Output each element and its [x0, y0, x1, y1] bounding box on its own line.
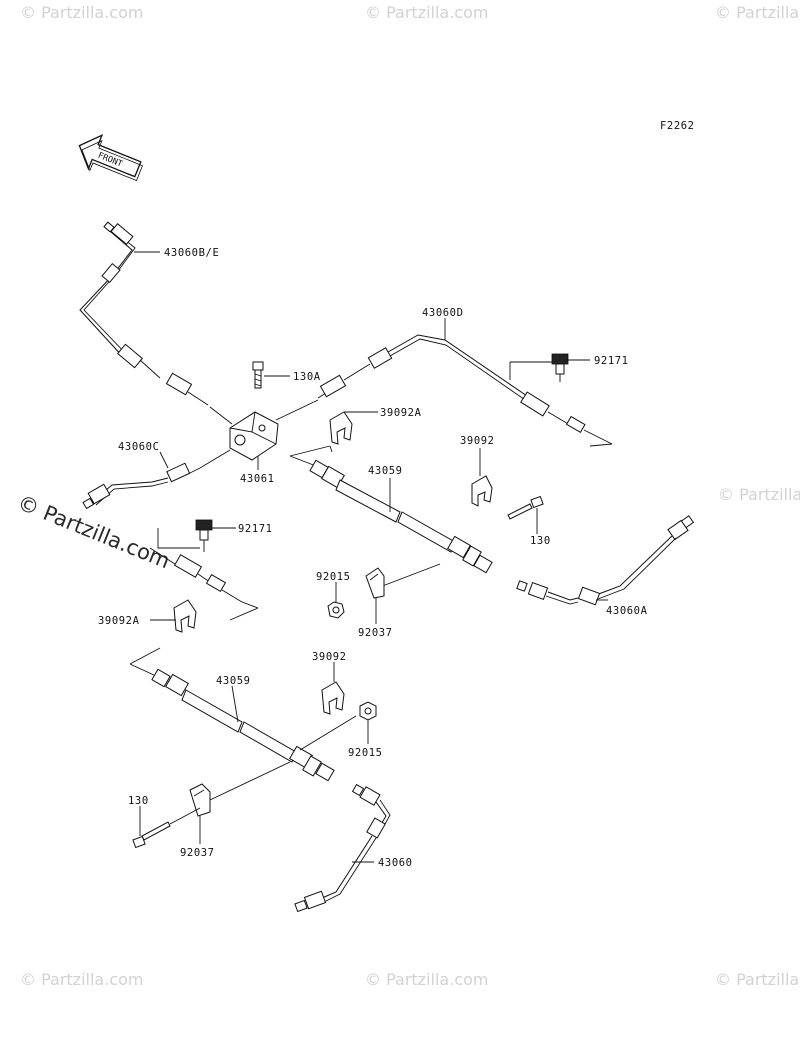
- hose-43059-upper: [289, 445, 493, 591]
- callout-92171-top: 92171: [594, 355, 629, 367]
- callout-43060a: 43060A: [606, 605, 648, 617]
- callout-43060d: 43060D: [422, 307, 464, 319]
- callout-39092a-left: 39092A: [98, 615, 140, 627]
- pipe-43060a: [516, 515, 695, 606]
- watermark-top-right: © Partzilla.com: [715, 3, 800, 22]
- callout-130-right: 130: [530, 535, 551, 547]
- callout-92015-lower: 92015: [348, 747, 383, 759]
- callout-130a: 130A: [293, 371, 321, 383]
- leader-lines: [134, 251, 608, 863]
- callout-92037-lower: 92037: [180, 847, 215, 859]
- callout-43060be: 43060B/E: [164, 247, 219, 259]
- nut-92015-lower-icon: [359, 701, 377, 721]
- sensor-92171-left-icon: [195, 519, 213, 552]
- watermark-bottom-center: © Partzilla.com: [365, 970, 488, 989]
- junction-block-43061: [199, 399, 319, 469]
- callout-43061: 43061: [240, 473, 275, 485]
- bolt-130-right-icon: [507, 495, 544, 520]
- front-arrow-icon: FRONT: [78, 134, 143, 182]
- sensor-92171-top-icon: [551, 353, 569, 382]
- clip-39092-lower-icon: [321, 681, 345, 715]
- clamp-92037-upper-icon: [365, 567, 385, 599]
- callout-labels: 43060B/E 43060D 92171 130A 39092A 39092 …: [98, 247, 648, 869]
- callout-43060: 43060: [378, 857, 413, 869]
- watermark-bottom-right: © Partzilla.com: [715, 970, 800, 989]
- watermark-bottom-left: © Partzilla.com: [20, 970, 143, 989]
- cable-lower-left: [149, 528, 259, 621]
- callout-92171-left: 92171: [238, 523, 273, 535]
- callout-92037-upper: 92037: [358, 627, 393, 639]
- pipe-43060: [294, 783, 391, 913]
- watermark-layer: © Partzilla.com © Partzilla.com © Partzi…: [14, 3, 800, 989]
- hose-43059-lower: [129, 647, 357, 801]
- pipe-43060c: [82, 462, 201, 510]
- bolt-130a-icon: [252, 361, 264, 389]
- nut-92015-upper-icon: [327, 601, 345, 619]
- figure-code: F2262: [660, 120, 695, 132]
- watermark-top-center: © Partzilla.com: [365, 3, 488, 22]
- clip-39092-top-icon: [471, 475, 493, 507]
- clamp-92037-lower-icon: [189, 783, 211, 817]
- callout-130-left: 130: [128, 795, 149, 807]
- watermark-mid-right: © Partzilla.com: [718, 485, 800, 504]
- bolt-130-left-icon: [132, 807, 201, 849]
- callout-39092a-top: 39092A: [380, 407, 422, 419]
- watermark-top-left: © Partzilla.com: [20, 3, 143, 22]
- callout-39092-lower: 39092: [312, 651, 347, 663]
- callout-43059-lower: 43059: [216, 675, 251, 687]
- clip-39092a-top-icon: [329, 411, 353, 445]
- callout-43060c: 43060C: [118, 441, 160, 453]
- callout-39092-top: 39092: [460, 435, 495, 447]
- callout-92015-upper: 92015: [316, 571, 351, 583]
- callout-43059-upper: 43059: [368, 465, 403, 477]
- pipe-43060d: [317, 334, 613, 447]
- clip-39092a-left-icon: [173, 599, 197, 633]
- pipe-43060be: [79, 221, 209, 406]
